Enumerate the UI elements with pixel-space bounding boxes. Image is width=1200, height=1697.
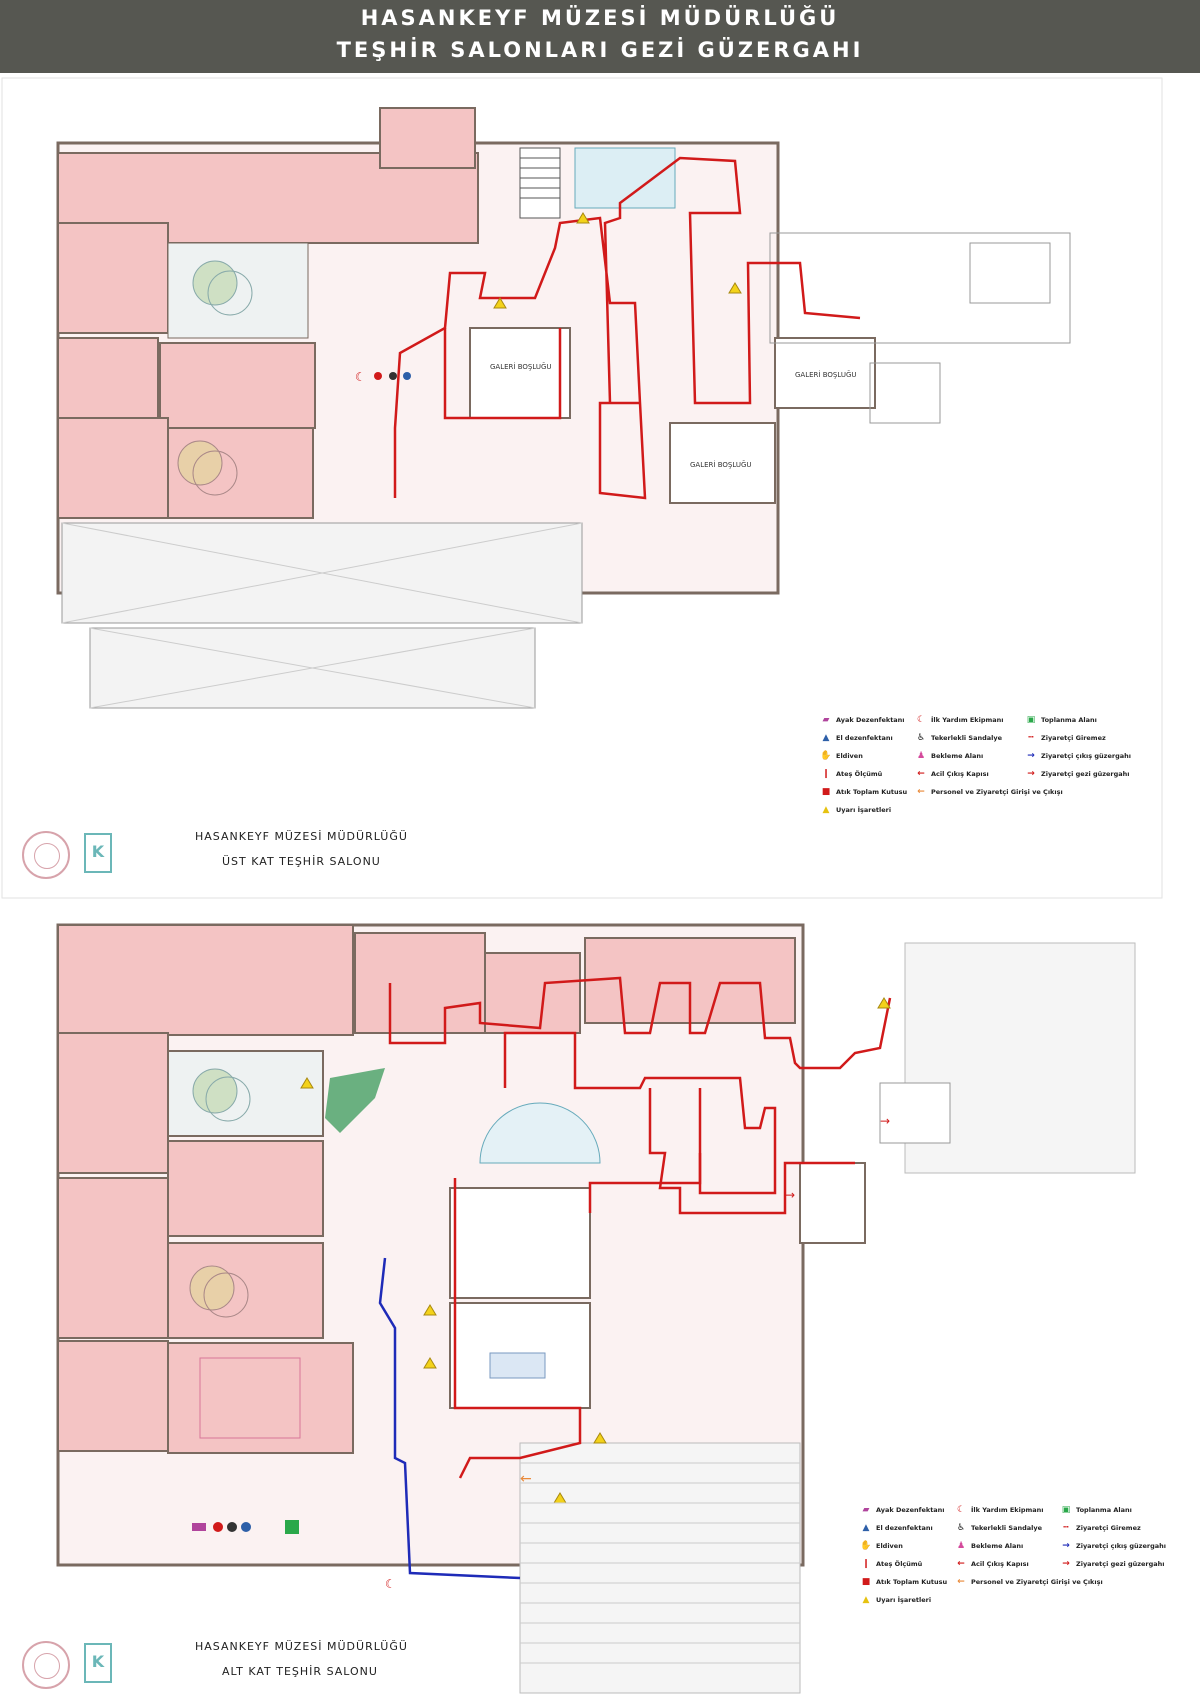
lower-legend-col2-0: ☾İlk Yardım Ekipmanı (956, 1505, 1044, 1515)
upper-legend-col3-1: ┅Ziyaretçi Giremez (1025, 731, 1106, 745)
waste-bin-icon: ■ (821, 787, 831, 797)
assembly-area-icon: ▣ (1026, 715, 1036, 725)
upper-legend-col1-0: ▰Ayak Dezenfektanı (820, 713, 905, 727)
waiting-area-icon: ♟ (956, 1541, 966, 1551)
page-header: HASANKEYF MÜZESİ MÜDÜRLÜĞÜ TEŞHİR SALONL… (0, 0, 1200, 73)
lower-institution-label: HASANKEYF MÜZESİ MÜDÜRLÜĞÜ (195, 1640, 408, 1653)
upper-legend-col1-4: ■Atık Toplam Kutusu (821, 787, 908, 797)
tour-route-line-icon: → (1062, 1559, 1070, 1569)
thermometer-icon: ❙ (822, 769, 830, 779)
lower-legend-col3-2: →Ziyaretçi çıkış güzergahı (1060, 1539, 1166, 1553)
upper-legend-col3-3: →Ziyaretçi gezi güzergahı (1025, 767, 1129, 781)
lower-legend-col2-4: ←Personel ve Ziyaretçi Girişi ve Çıkışı (955, 1575, 1102, 1589)
lower-legend: ▰Ayak Dezenfektanı ▲El dezenfektanı ✋Eld… (860, 1503, 1166, 1623)
upper-legend: ▰Ayak Dezenfektanı ▲El dezenfektanı ✋Eld… (820, 713, 1131, 833)
upper-legend-col1-5: ▲Uyarı İşaretleri (820, 803, 892, 817)
lower-legend-col1-1: ▲El dezenfektanı (860, 1521, 933, 1535)
lower-legend-col1-2: ✋Eldiven (860, 1541, 903, 1551)
foot-mat-icon: ▰ (862, 1505, 870, 1515)
upper-legend-col3-2: →Ziyaretçi çıkış güzergahı (1025, 749, 1131, 763)
upper-first-aid-icon: ☾ (355, 370, 366, 384)
upper-legend-col1-2: ✋Eldiven (820, 751, 863, 761)
header-title-line2: TEŞHİR SALONLARI GEZİ GÜZERGAHI (336, 38, 864, 62)
museum-logo-lower: K (84, 1643, 112, 1683)
lower-legend-col3-1: ┅Ziyaretçi Giremez (1060, 1521, 1141, 1535)
lower-exit-arrow-1: → (880, 1114, 890, 1128)
exit-route-line-icon: → (1027, 751, 1035, 761)
lower-legend-col1-0: ▰Ayak Dezenfektanı (860, 1503, 945, 1517)
thermometer-icon: ❙ (862, 1559, 870, 1569)
no-entry-line-icon: ┅ (1063, 1523, 1069, 1533)
lower-sheet-title: ALT KAT TEŞHİR SALONU (222, 1665, 378, 1678)
foot-mat-icon: ▰ (822, 715, 830, 725)
upper-floor-sheet: GALERİ BOŞLUĞU GALERİ BOŞLUĞU GALERİ BOŞ… (0, 73, 1200, 903)
upper-floor-plan: GALERİ BOŞLUĞU GALERİ BOŞLUĞU GALERİ BOŞ… (1, 77, 1163, 899)
ministry-logo-lower (22, 1641, 70, 1689)
wheelchair-icon: ♿ (956, 1523, 966, 1533)
lower-legend-col2-3: ←Acil Çıkış Kapısı (955, 1557, 1028, 1571)
exit-route-line-icon: → (1062, 1541, 1070, 1551)
warning-triangle-icon: ▲ (822, 805, 830, 815)
lower-legend-col1-3: ❙Ateş Ölçümü (860, 1557, 922, 1571)
lower-legend-col2-1: ♿Tekerlekli Sandalye (956, 1523, 1043, 1533)
lower-foot-mat-icon (192, 1523, 206, 1531)
staff-entry-icon: ← (917, 787, 925, 797)
wheelchair-icon: ♿ (916, 733, 926, 743)
emergency-exit-icon: ← (957, 1559, 965, 1569)
upper-legend-col2-2: ♟Bekleme Alanı (916, 751, 984, 761)
upper-legend-col2-1: ♿Tekerlekli Sandalye (916, 733, 1003, 743)
upper-legend-col1-3: ❙Ateş Ölçümü (820, 767, 882, 781)
lower-legend-col3-0: ▣Toplanma Alanı (1061, 1505, 1132, 1515)
museum-logo: K (84, 833, 112, 873)
upper-legend-col2-4: ←Personel ve Ziyaretçi Girişi ve Çıkışı (915, 785, 1062, 799)
upper-legend-col2-3: ←Acil Çıkış Kapısı (915, 767, 988, 781)
upper-legend-col1-1: ▲El dezenfektanı (820, 731, 893, 745)
no-entry-line-icon: ┅ (1028, 733, 1034, 743)
lower-assembly-area-icon (285, 1520, 299, 1534)
upper-gallery-label-3: GALERİ BOŞLUĞU (690, 460, 752, 469)
lower-legend-col1-4: ■Atık Toplam Kutusu (861, 1577, 948, 1587)
upper-gallery-label-2: GALERİ BOŞLUĞU (795, 370, 857, 379)
hand-sanitizer-icon: ▲ (822, 733, 830, 743)
assembly-area-icon: ▣ (1061, 1505, 1071, 1515)
waste-bin-icon: ■ (861, 1577, 871, 1587)
upper-institution-label: HASANKEYF MÜZESİ MÜDÜRLÜĞÜ (195, 830, 408, 843)
tour-route-line-icon: → (1027, 769, 1035, 779)
lower-entry-arrow: ← (520, 1471, 532, 1487)
lower-first-aid-icon: ☾ (385, 1577, 396, 1591)
glove-icon: ✋ (820, 751, 832, 761)
first-aid-icon: ☾ (956, 1505, 966, 1515)
glove-icon: ✋ (860, 1541, 872, 1551)
warning-triangle-icon: ▲ (862, 1595, 870, 1605)
lower-legend-col2-2: ♟Bekleme Alanı (956, 1541, 1024, 1551)
lower-exit-arrow-2: → (785, 1188, 795, 1202)
waiting-area-icon: ♟ (916, 751, 926, 761)
emergency-exit-icon: ← (917, 769, 925, 779)
lower-legend-col1-5: ▲Uyarı İşaretleri (860, 1593, 932, 1607)
first-aid-icon: ☾ (916, 715, 926, 725)
upper-gallery-label-1: GALERİ BOŞLUĞU (490, 362, 552, 371)
lower-floor-plan: → → ← ☾ (56, 923, 1136, 1694)
upper-legend-col2-0: ☾İlk Yardım Ekipmanı (916, 715, 1004, 725)
lower-floor-sheet: → → ← ☾ ▰Ayak Dezenfektanı ▲El dezenfekt… (0, 903, 1200, 1697)
staff-entry-icon: ← (957, 1577, 965, 1587)
upper-legend-col3-0: ▣Toplanma Alanı (1026, 715, 1097, 725)
upper-sheet-title: ÜST KAT TEŞHİR SALONU (222, 855, 381, 868)
lower-legend-col3-3: →Ziyaretçi gezi güzergahı (1060, 1557, 1164, 1571)
hand-sanitizer-icon: ▲ (862, 1523, 870, 1533)
ministry-logo (22, 831, 70, 879)
header-title-line1: HASANKEYF MÜZESİ MÜDÜRLÜĞÜ (360, 6, 840, 30)
